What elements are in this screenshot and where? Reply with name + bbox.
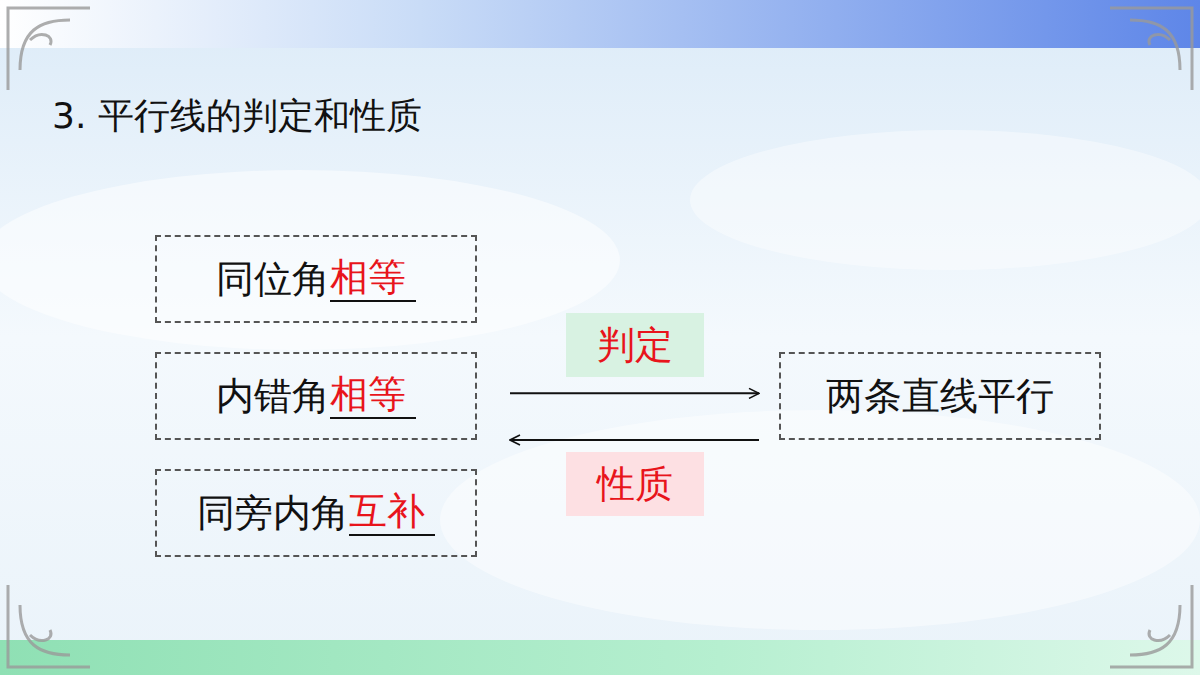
edge-label: 性质	[566, 452, 704, 516]
answer-blank: 相等	[330, 256, 416, 302]
dashed-box: 同旁内角互补	[155, 469, 477, 557]
answer-blank: 相等	[330, 373, 416, 419]
box-text: 同位角	[216, 254, 330, 305]
edge-label: 判定	[566, 313, 704, 377]
arrow-connector	[510, 392, 759, 394]
dashed-box: 同位角相等	[155, 235, 477, 323]
arrow-connector	[510, 439, 759, 441]
dashed-box: 两条直线平行	[779, 352, 1101, 440]
box-text: 内错角	[216, 371, 330, 422]
box-text: 同旁内角	[197, 488, 349, 539]
dashed-box: 内错角相等	[155, 352, 477, 440]
box-text: 两条直线平行	[826, 371, 1054, 422]
answer-blank: 互补	[349, 490, 435, 536]
slide-title: 3. 平行线的判定和性质	[52, 92, 422, 141]
